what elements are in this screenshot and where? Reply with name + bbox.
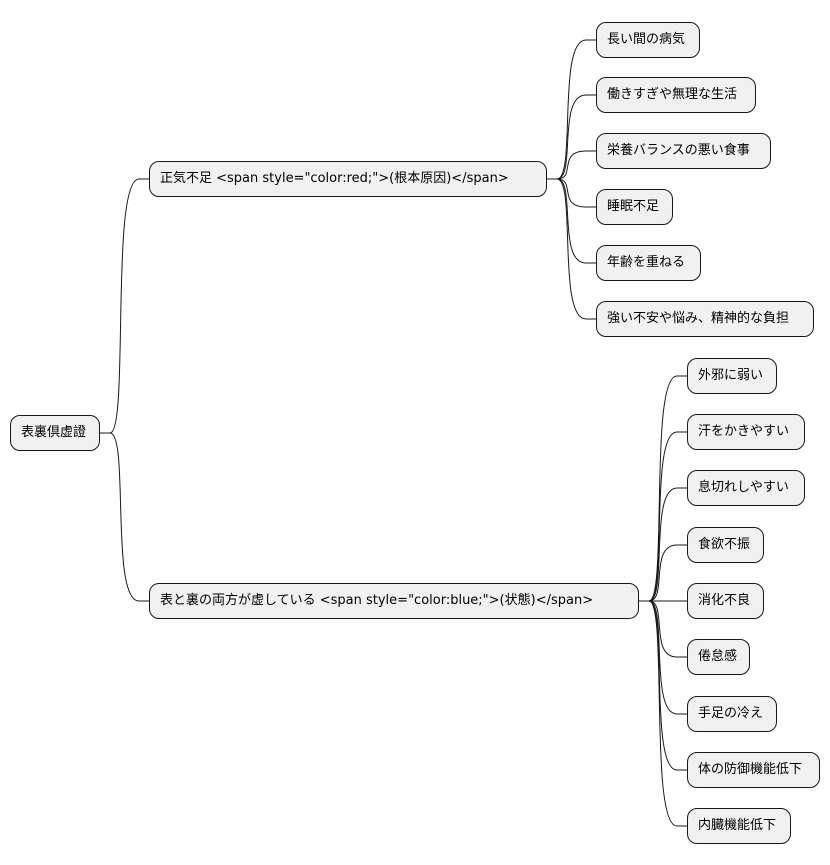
branch-node-cause[interactable]: 正気不足 <span style="color:red;">(根本原因)</sp… (149, 161, 547, 197)
leaf-node[interactable]: 手足の冷え (687, 696, 777, 732)
leaf-node[interactable]: 長い間の病気 (596, 22, 700, 58)
leaf-node[interactable]: 年齢を重ねる (596, 245, 701, 281)
branch-node-state[interactable]: 表と裏の両方が虚している <span style="color:blue;">(… (149, 583, 639, 619)
root-node[interactable]: 表裏倶虚證 (10, 415, 100, 451)
connector-line (639, 544, 687, 602)
connector-line (639, 487, 687, 602)
connector-line (639, 600, 687, 771)
leaf-node[interactable]: 栄養バランスの悪い食事 (596, 133, 771, 169)
connector-line (547, 39, 596, 180)
leaf-node[interactable]: 消化不良 (687, 583, 764, 619)
connector-line (639, 600, 687, 827)
leaf-node[interactable]: 働きすぎや無理な生活 (596, 77, 756, 113)
leaf-node[interactable]: 体の防御機能低下 (687, 752, 820, 788)
connector-line (100, 432, 149, 602)
leaf-node[interactable]: 内臓機能低下 (687, 808, 791, 844)
connector-line (547, 178, 596, 320)
connector-line (547, 94, 596, 180)
connector-line (100, 178, 149, 434)
connector-line (547, 178, 596, 264)
leaf-node[interactable]: 外邪に弱い (687, 358, 777, 394)
connector-line (639, 600, 687, 658)
connector-line (547, 178, 596, 208)
leaf-node[interactable]: 強い不安や悩み、精神的な負担 (596, 301, 814, 337)
connector-line (639, 431, 687, 602)
connector-line (639, 375, 687, 602)
leaf-node[interactable]: 食欲不振 (687, 527, 764, 563)
leaf-node[interactable]: 息切れしやすい (687, 470, 805, 506)
leaf-node[interactable]: 睡眠不足 (596, 189, 673, 225)
leaf-node[interactable]: 汗をかきやすい (687, 414, 805, 450)
connector-line (547, 150, 596, 180)
leaf-node[interactable]: 倦怠感 (687, 639, 750, 675)
